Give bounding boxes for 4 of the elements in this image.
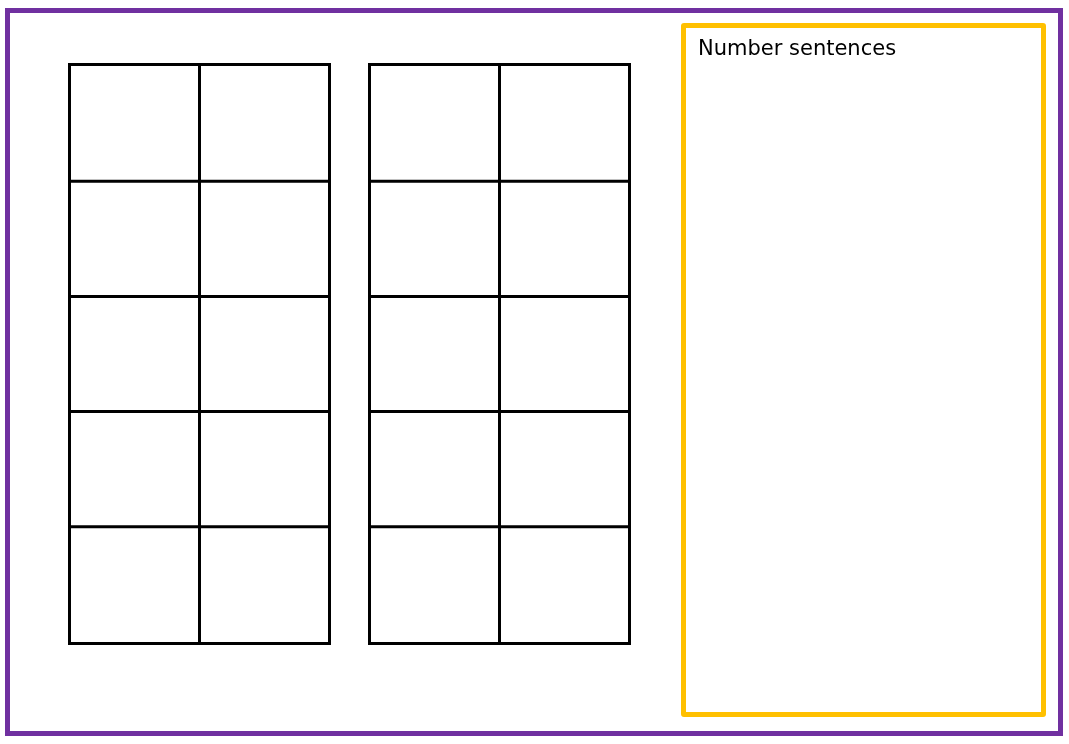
ten-frame-grid	[368, 63, 631, 645]
panel-heading: Number sentences	[698, 36, 897, 60]
answer-panel	[681, 23, 1046, 717]
ten-frame-grid	[68, 63, 331, 645]
